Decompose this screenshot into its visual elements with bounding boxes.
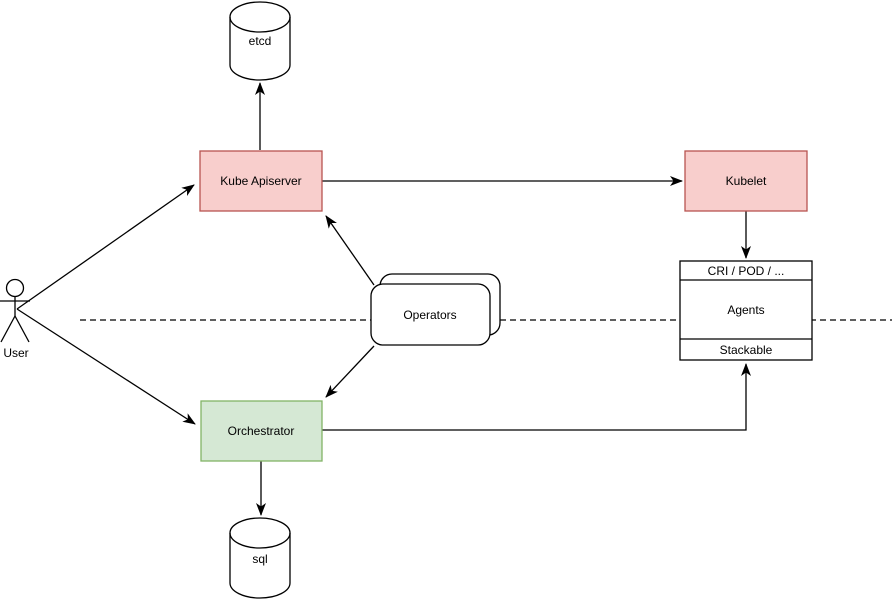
agents-stack-header-label: CRI / POD / ... — [708, 264, 785, 278]
kubelet-label: Kubelet — [726, 174, 767, 188]
edge-user-to-orchestrator[interactable] — [16, 308, 196, 425]
sql-database-cylinder-shape[interactable] — [229, 517, 291, 599]
node-sql[interactable]: sql — [229, 517, 291, 599]
etcd-cylinder-rim — [229, 16, 291, 33]
node-kube-apiserver[interactable]: Kube Apiserver — [199, 150, 323, 212]
agents-stack-box[interactable] — [679, 260, 813, 361]
sql-cylinder-rim — [229, 532, 291, 549]
node-orchestrator[interactable]: Orchestrator — [200, 400, 323, 462]
etcd-label: etcd — [249, 34, 272, 48]
operators-label: Operators — [403, 308, 456, 322]
node-operators[interactable]: Operators — [370, 273, 501, 346]
node-agents-stack[interactable]: CRI / POD / ... Agents Stackable — [679, 260, 813, 361]
user-actor-head[interactable] — [5, 278, 25, 298]
user-actor-left-leg — [0, 315, 16, 343]
operators-front-card[interactable] — [370, 283, 491, 346]
orchestrator-box[interactable] — [200, 400, 323, 462]
user-label: User — [3, 346, 28, 360]
kube-apiserver-box[interactable] — [199, 150, 323, 212]
node-etcd[interactable]: etcd — [229, 1, 291, 81]
sql-label: sql — [252, 552, 267, 566]
edge-operators-to-orchestrator[interactable] — [325, 345, 375, 398]
agents-stack-body-label: Agents — [727, 303, 764, 317]
edge-user-to-kube-apiserver[interactable] — [16, 184, 195, 310]
orchestrator-label: Orchestrator — [228, 424, 295, 438]
kubelet-box[interactable] — [684, 150, 808, 212]
node-kubelet[interactable]: Kubelet — [684, 150, 808, 212]
node-user[interactable]: User — [0, 278, 30, 361]
edge-orchestrator-to-stackable[interactable] — [322, 363, 751, 431]
user-actor-right-leg — [14, 315, 30, 343]
kube-apiserver-label: Kube Apiserver — [220, 174, 301, 188]
agents-stack-footer-label: Stackable — [720, 343, 773, 357]
edge-operators-to-kube-apiserver[interactable] — [325, 215, 375, 286]
etcd-database-cylinder-shape[interactable] — [229, 1, 291, 81]
